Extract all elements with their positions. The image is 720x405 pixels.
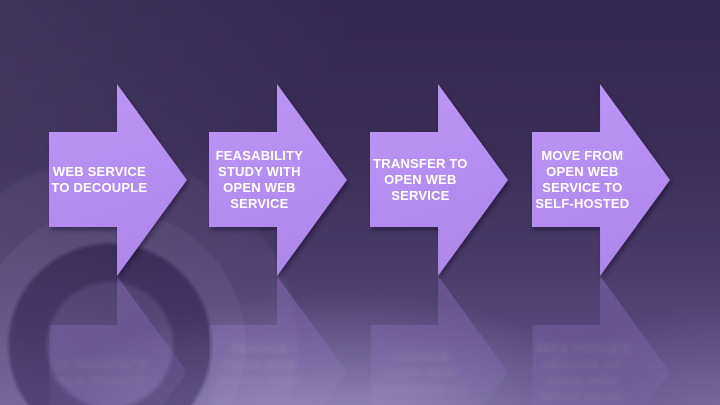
- step-2-reflection: FEASABILITY STUDY WITH OPEN WEB SERVICE: [209, 276, 347, 405]
- step-3-reflection-label: TRANSFER TO OPEN WEB SERVICE: [373, 349, 468, 397]
- step-1-label: WEB SERVICE TO DECOUPLE: [51, 163, 148, 195]
- process-step-4: MOVE FROM OPEN WEB SERVICE TO SELF-HOSTE…: [532, 84, 670, 276]
- arrow-right-shape: TRANSFER TO OPEN WEB SERVICE: [370, 84, 508, 276]
- process-step-1: WEB SERVICE TO DECOUPLE: [49, 84, 187, 276]
- step-4-reflection-label: MOVE FROM OPEN WEB SERVICE TO SELF-HOSTE…: [535, 341, 630, 405]
- process-step-2: FEASABILITY STUDY WITH OPEN WEB SERVICE: [209, 84, 347, 276]
- arrow-right-shape: FEASABILITY STUDY WITH OPEN WEB SERVICE: [209, 84, 347, 276]
- arrow-right-shape: WEB SERVICE TO DECOUPLE: [49, 84, 187, 276]
- step-1-reflection-label: WEB SERVICE TO DECOUPLE: [51, 357, 148, 389]
- step-2-reflection-label: FEASABILITY STUDY WITH OPEN WEB SERVICE: [215, 341, 304, 405]
- step-4-reflection: MOVE FROM OPEN WEB SERVICE TO SELF-HOSTE…: [532, 276, 670, 405]
- step-3-label: TRANSFER TO OPEN WEB SERVICE: [373, 155, 468, 203]
- step-1-reflection: WEB SERVICE TO DECOUPLE: [49, 276, 187, 405]
- step-2-label: FEASABILITY STUDY WITH OPEN WEB SERVICE: [215, 147, 304, 211]
- arrow-right-shape: MOVE FROM OPEN WEB SERVICE TO SELF-HOSTE…: [532, 84, 670, 276]
- step-3-reflection: TRANSFER TO OPEN WEB SERVICE: [370, 276, 508, 405]
- step-4-label: MOVE FROM OPEN WEB SERVICE TO SELF-HOSTE…: [535, 147, 630, 211]
- process-step-3: TRANSFER TO OPEN WEB SERVICE: [370, 84, 508, 276]
